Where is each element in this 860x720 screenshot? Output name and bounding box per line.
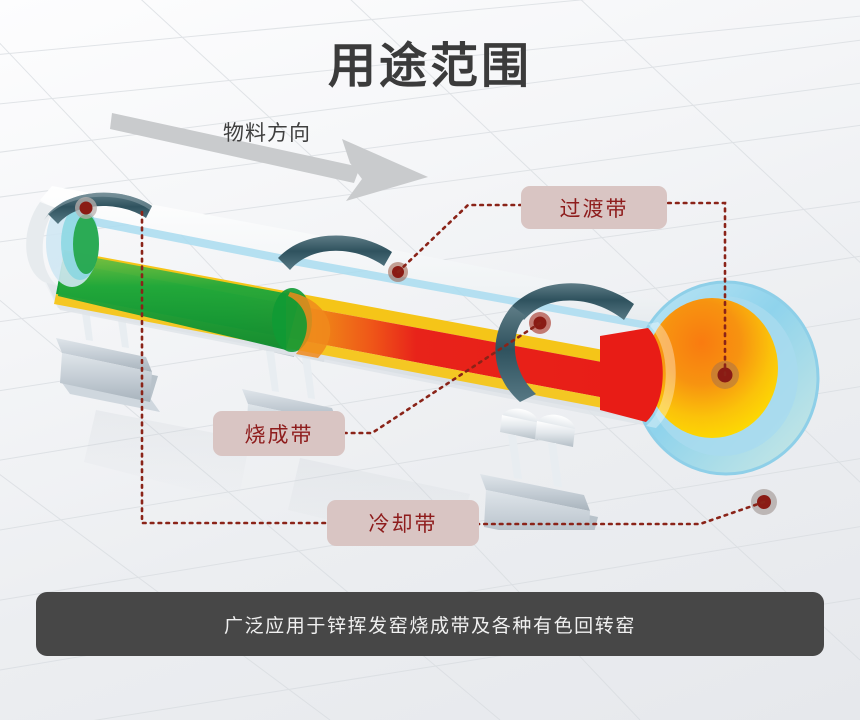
marker-dot-burning xyxy=(529,312,551,334)
zone-label-transition-text: 过渡带 xyxy=(559,197,629,221)
zone-label-cooling-text: 冷却带 xyxy=(368,513,438,536)
tire-ring-right xyxy=(512,283,634,320)
support-assembly-right xyxy=(480,408,598,530)
zone-label-transition[interactable]: 过渡带 xyxy=(521,186,667,229)
page-title: 用途范围 xyxy=(327,40,532,93)
caption-text: 广泛应用于锌挥发窑烧成带及各种有色回转窑 xyxy=(223,615,636,637)
zone-label-burning-text: 烧成带 xyxy=(244,423,314,447)
marker-dot-transition-left xyxy=(388,262,408,282)
zone-label-burning[interactable]: 烧成带 xyxy=(213,411,345,456)
marker-dot-cooling-left xyxy=(75,197,97,219)
material-direction-label: 物料方向 xyxy=(223,122,311,145)
marker-dot-cooling-right xyxy=(751,489,777,515)
rotary-kiln-diagram xyxy=(26,186,820,530)
caption-bar: 广泛应用于锌挥发窑烧成带及各种有色回转窑 xyxy=(36,592,824,656)
zone-label-cooling[interactable]: 冷却带 xyxy=(327,500,479,546)
marker-dot-transition-right xyxy=(711,361,739,389)
